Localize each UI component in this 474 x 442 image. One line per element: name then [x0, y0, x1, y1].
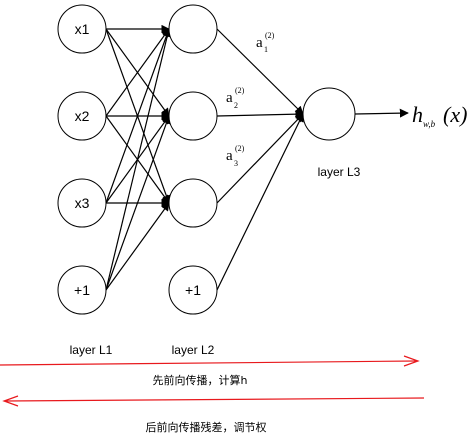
forward-propagation-arrow [0, 355, 420, 367]
activation-a1-symbol: a [256, 35, 263, 51]
node-x3 [57, 178, 107, 228]
activation-a1-subscript: 1 [264, 45, 268, 54]
output-argument: (x) [443, 102, 467, 127]
node-x3-label: x3 [75, 195, 90, 211]
edge-l2-2-to-l3 [216, 113, 304, 204]
activation-a3-symbol: a [226, 148, 233, 164]
edge-l2-3-to-l3 [216, 113, 304, 291]
node-bias-l1-label: +1 [74, 282, 90, 298]
output-subscript: w,b [423, 119, 436, 129]
node-x2 [57, 91, 107, 141]
layer-l2-label: layer L2 [172, 343, 215, 357]
node-x2-label: x2 [75, 108, 90, 124]
edge-l1-1-to-l2-0 [105, 28, 170, 117]
activation-a3-superscript: (2) [235, 144, 245, 153]
node-x1-label: x1 [75, 21, 90, 37]
forward-caption: 先前向传播，计算h [153, 373, 248, 387]
activation-a1-superscript: (2) [265, 31, 275, 40]
activation-a2-superscript: (2) [235, 86, 245, 95]
connection-edges [105, 24, 304, 291]
node-bias-l1 [57, 265, 107, 315]
forward-arrow-head [403, 355, 420, 367]
activation-a3-subscript: 3 [234, 159, 238, 168]
layer-l1-label: layer L1 [70, 343, 113, 357]
edge-l1-2-to-l2-0 [105, 28, 171, 204]
backward-arrow-head [2, 395, 19, 407]
output-symbol: h [412, 102, 423, 127]
backward-propagation-arrow [2, 395, 425, 407]
node-a3 [168, 178, 218, 228]
node-bias-l2-label: +1 [185, 282, 201, 298]
activation-a2-subscript: 2 [234, 101, 238, 110]
forward-arrow-shaft [0, 360, 417, 366]
node-x1 [57, 4, 107, 54]
node-a1 [168, 4, 218, 54]
edge-l1-3-to-l2-0 [105, 28, 172, 291]
layer-l2-nodes: +1 [168, 4, 218, 315]
backward-caption: 后前向传播残差，调节权 [146, 420, 267, 434]
activation-label-a2: a 2 (2) [226, 86, 245, 110]
activation-label-a3: a 3 (2) [226, 144, 245, 168]
node-a2 [168, 91, 218, 141]
node-output [302, 87, 356, 141]
edge-l2-0-to-l3 [216, 28, 304, 115]
layer-l3-label: layer L3 [318, 165, 361, 179]
node-bias-l2 [168, 265, 218, 315]
output-arrow [354, 108, 409, 118]
edge-l2-1-to-l3 [216, 109, 304, 119]
activation-label-a1: a 1 (2) [256, 31, 275, 54]
layer-l1-nodes: x1 x2 x3 +1 [57, 4, 107, 315]
edge-l1-3-to-l2-1 [105, 115, 171, 291]
activation-a2-symbol: a [226, 90, 233, 106]
output-function-label: h w,b (x) [412, 102, 467, 129]
edge-l1-3-to-l2-2 [105, 202, 170, 291]
backward-arrow-shaft [5, 397, 425, 402]
